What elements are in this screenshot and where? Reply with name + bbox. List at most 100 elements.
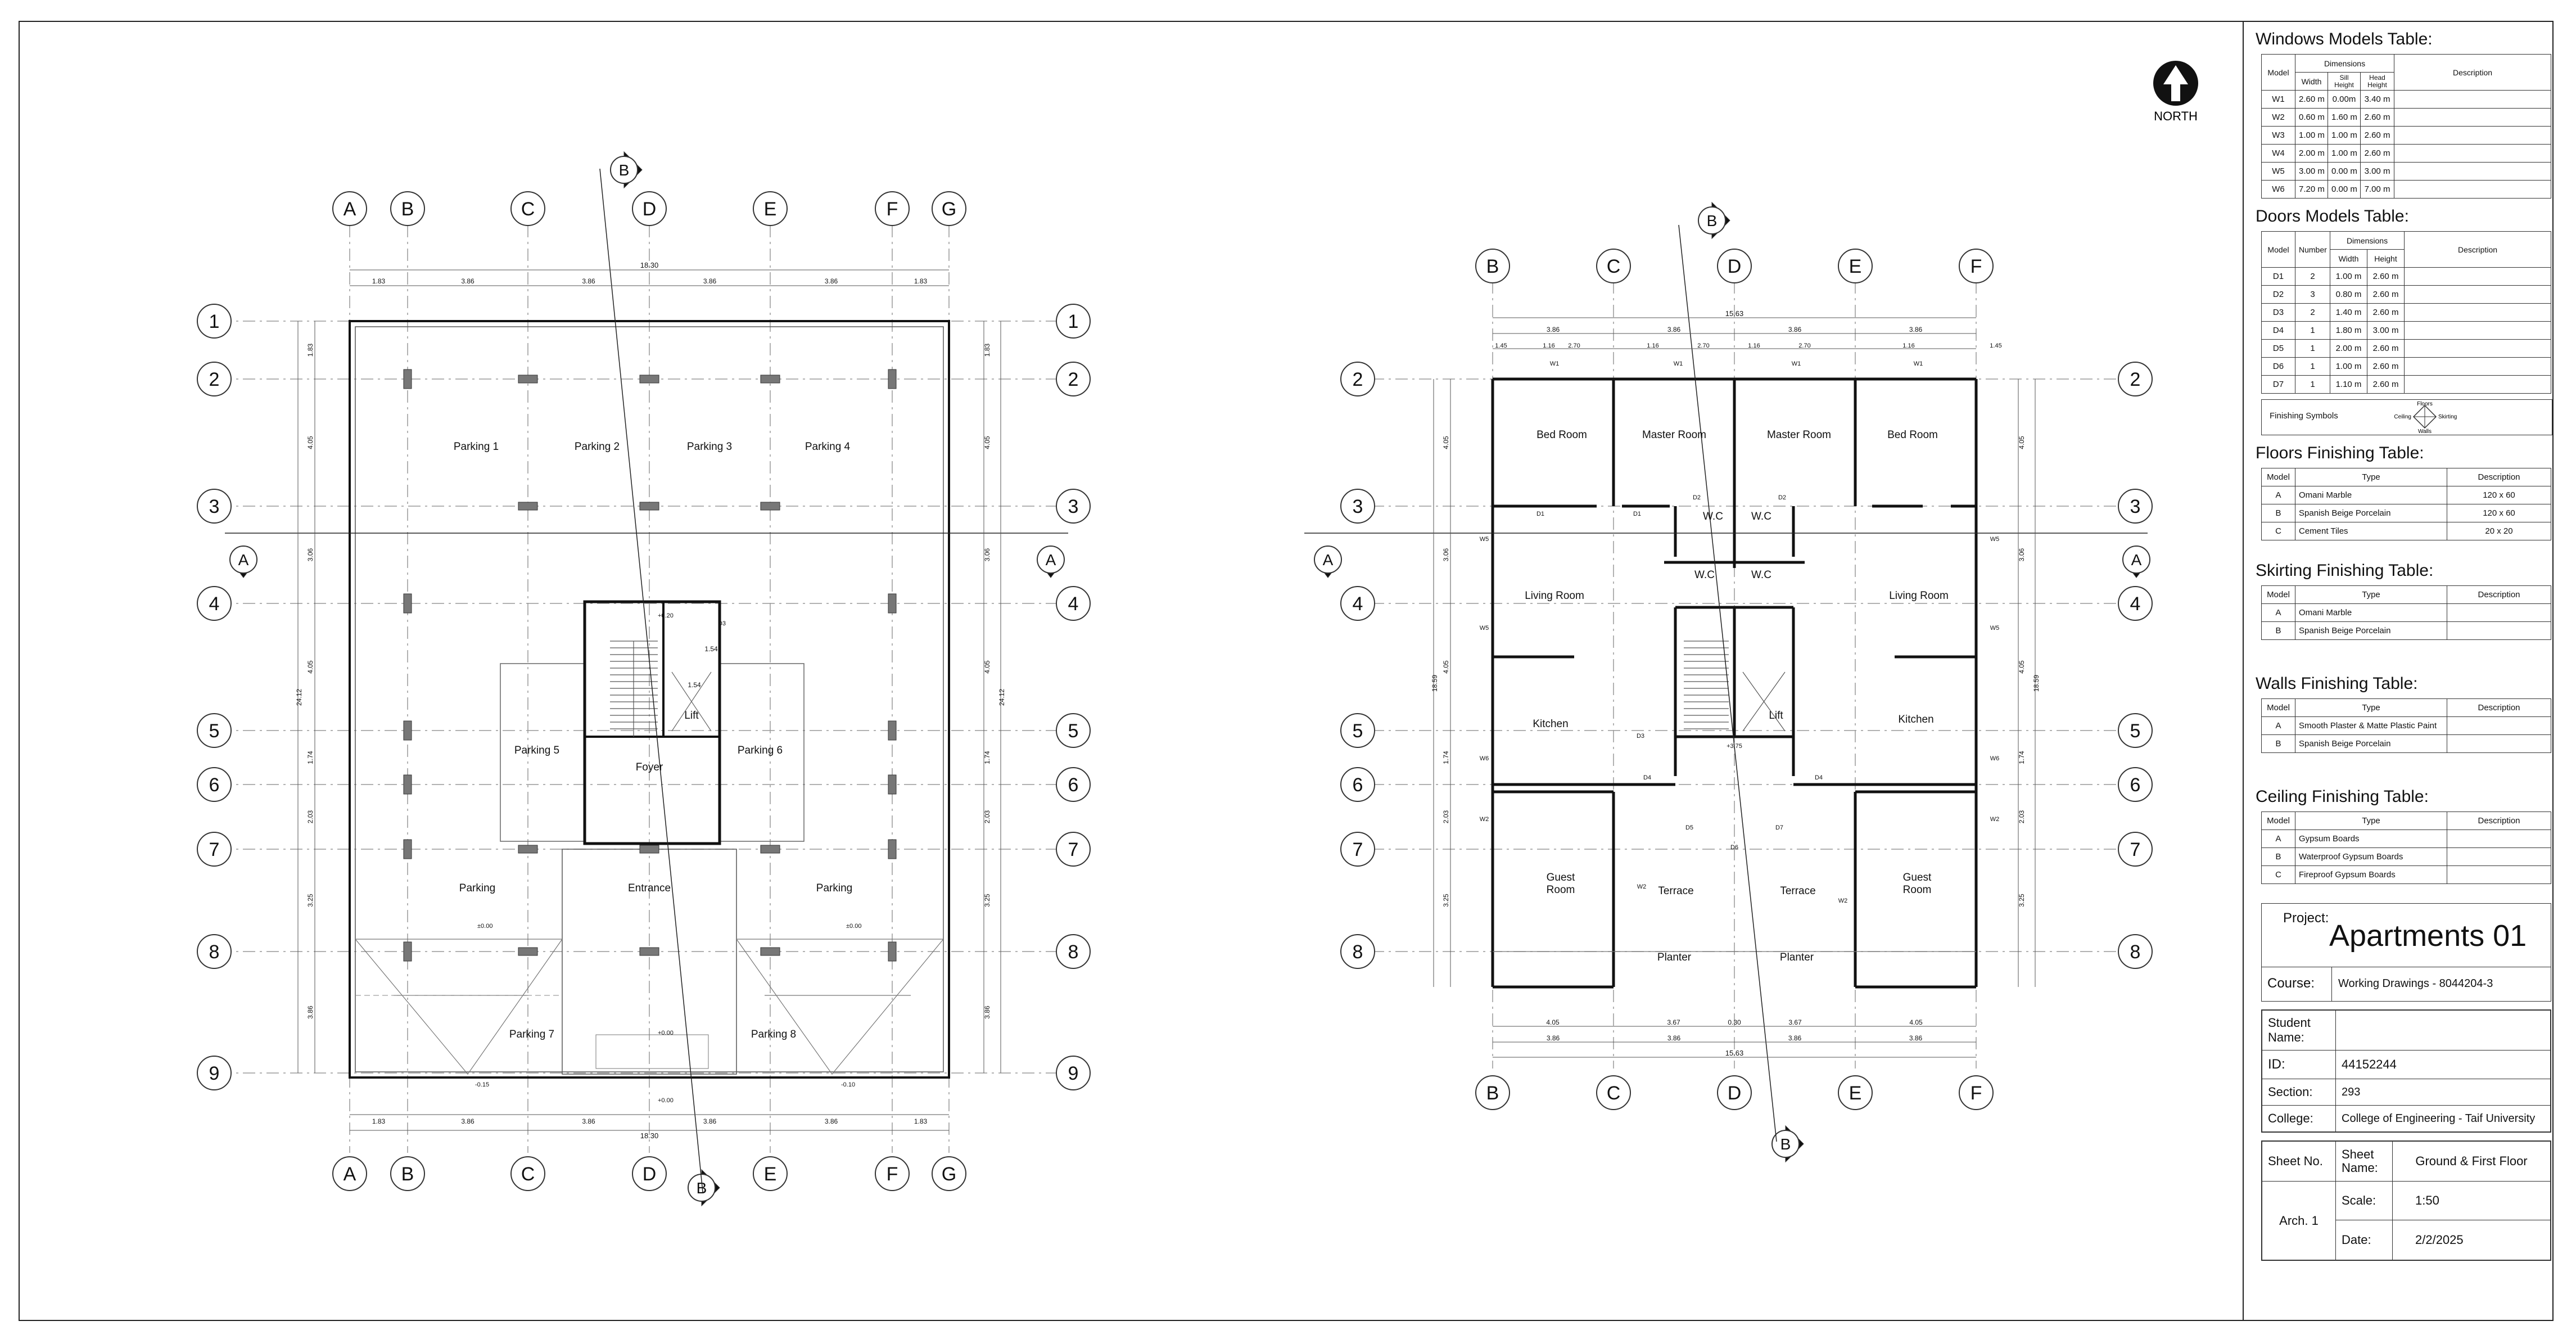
col-header: Head Height: [2360, 72, 2395, 91]
level-mark: -0.10: [841, 1081, 855, 1088]
section-mark-label: A: [1046, 551, 1056, 569]
total-height-left: 24.12: [295, 689, 303, 706]
total-height-right: 18.59: [2032, 675, 2040, 692]
column: [639, 375, 659, 384]
room-label-wc4: W.C: [1751, 569, 1771, 581]
grid-bubble-circle: [753, 1156, 788, 1191]
section-mark-B: B: [1698, 201, 1730, 240]
project-name: Apartments 01: [2329, 919, 2527, 953]
row-dim-left: 3.06: [1442, 548, 1450, 561]
table-cell: 0.00 m: [2328, 180, 2361, 199]
table-cell: 3: [2295, 285, 2330, 304]
grid-bubble-left-3: 3: [209, 496, 220, 517]
table-cell: A: [2261, 829, 2295, 848]
table-cell-description: [2394, 90, 2551, 109]
room-label-planter_r: Planter: [1780, 952, 1814, 963]
section-mark-B: B: [1771, 1125, 1804, 1163]
course-value: Working Drawings - 8044204-3: [2338, 977, 2493, 990]
scale-value: 1:50: [2392, 1181, 2551, 1220]
north-arrow-icon: NORTH: [2153, 61, 2198, 123]
col-dim-bottom: 3.86: [1909, 1034, 1923, 1042]
table-cell: 2: [2295, 267, 2330, 286]
table-cell: 20 x 20: [2447, 522, 2551, 540]
table-cell-description: [2404, 375, 2551, 394]
opening-tag: D1: [1536, 511, 1544, 517]
grid-bubble-bottom-E: E: [764, 1164, 777, 1185]
grid-bubble-circle: [632, 191, 667, 226]
grid-bubble-circle: [1340, 713, 1375, 748]
grid-bubble-circle: [1717, 1075, 1752, 1110]
grid-bubble-bottom-D: D: [1728, 1083, 1742, 1104]
table-cell: 2.00 m: [2295, 144, 2328, 163]
section-mark-label: B: [1780, 1135, 1791, 1153]
room-label-living_r: Living Room: [1889, 590, 1949, 602]
bottom-dim: 3.67: [1667, 1018, 1680, 1026]
grid-bubble-circle: [197, 586, 232, 621]
grid-bubble-bottom-F: F: [887, 1164, 898, 1185]
grid-bubble-bottom-C: C: [1607, 1083, 1621, 1104]
section-mark-label: B: [619, 161, 630, 179]
section-mark-label: A: [1323, 551, 1334, 569]
table-cell: B: [2261, 734, 2295, 753]
col-dim-bottom: 3.86: [461, 1117, 474, 1125]
room-label-parking2: Parking 2: [575, 441, 620, 453]
grid-bubble-bottom-A: A: [344, 1164, 356, 1185]
grid-bubble-circle: [390, 1156, 425, 1191]
section-mark-circle: [610, 156, 638, 184]
table-cell: 2.60 m: [2366, 339, 2405, 358]
column: [518, 845, 538, 854]
column: [760, 502, 780, 511]
table-cell: 2.00 m: [2330, 339, 2367, 358]
grid-bubble-circle: [2118, 713, 2153, 748]
room-label-master_l: Master Room: [1642, 429, 1706, 441]
col-dim-bottom: 3.86: [582, 1117, 595, 1125]
opening-tag: D6: [1730, 844, 1738, 851]
row-dim-left: 1.83: [306, 343, 314, 357]
column: [518, 502, 538, 511]
level-mark: +0.00: [658, 1097, 674, 1104]
fs-ceiling: Ceiling: [2394, 414, 2411, 420]
column: [518, 947, 538, 956]
walls-table-title: Walls Finishing Table:: [2256, 674, 2418, 693]
col-dim-top: 3.86: [825, 277, 838, 285]
opening-tag: D3: [1637, 733, 1644, 740]
course-label: Course:: [2267, 976, 2315, 991]
room-label-parking6: Parking 6: [738, 745, 783, 756]
table-cell: W5: [2261, 162, 2295, 181]
row-dim-left: 2.03: [1442, 810, 1450, 823]
row-dim-right: 1.74: [983, 751, 991, 764]
grid-bubble-bottom-E: E: [1849, 1083, 1862, 1104]
ground-dimensions: 18.3018.301.831.833.863.863.863.863.863.…: [295, 261, 1006, 1140]
col-header: Type: [2295, 585, 2447, 604]
grid-bubble-right-8: 8: [1068, 941, 1079, 963]
north-label: NORTH: [2154, 109, 2198, 123]
section-value: 293: [2335, 1079, 2551, 1106]
col-header: Dimensions: [2329, 231, 2405, 250]
level-mark: -0.15: [475, 1081, 489, 1088]
doors-table-title: Doors Models Table:: [2256, 207, 2409, 226]
col-header: Model: [2261, 468, 2295, 486]
col-header: Number: [2295, 231, 2330, 268]
grid-bubble-circle: [1596, 249, 1631, 283]
table-cell: W2: [2261, 108, 2295, 127]
sheet-name-value: Ground & First Floor: [2392, 1141, 2551, 1182]
table-cell: Waterproof Gypsum Boards: [2295, 847, 2447, 866]
grid-bubble-top-E: E: [1849, 256, 1862, 277]
grid-bubble-circle: [1340, 832, 1375, 867]
lift-x: [1742, 671, 1786, 732]
table-cell: [2447, 847, 2551, 866]
room-label-lift: Lift: [684, 710, 699, 722]
sub-dim-top: 1.16: [1647, 342, 1658, 349]
table-cell: Smooth Plaster & Matte Plastic Paint: [2295, 716, 2447, 735]
grid-bubble-circle: [1838, 1075, 1873, 1110]
scale-label: Scale:: [2335, 1181, 2393, 1220]
row-dim-right: 1.83: [983, 343, 991, 357]
section-mark-label: B: [697, 1179, 707, 1197]
table-cell: [2447, 716, 2551, 735]
grid-bubble-right-1: 1: [1068, 311, 1079, 332]
col-header: Description: [2447, 585, 2551, 604]
level-mark: ±0.00: [846, 923, 861, 930]
row-dim-right: 4.05: [2018, 660, 2026, 674]
fs-skirting: Skirting: [2438, 414, 2457, 420]
